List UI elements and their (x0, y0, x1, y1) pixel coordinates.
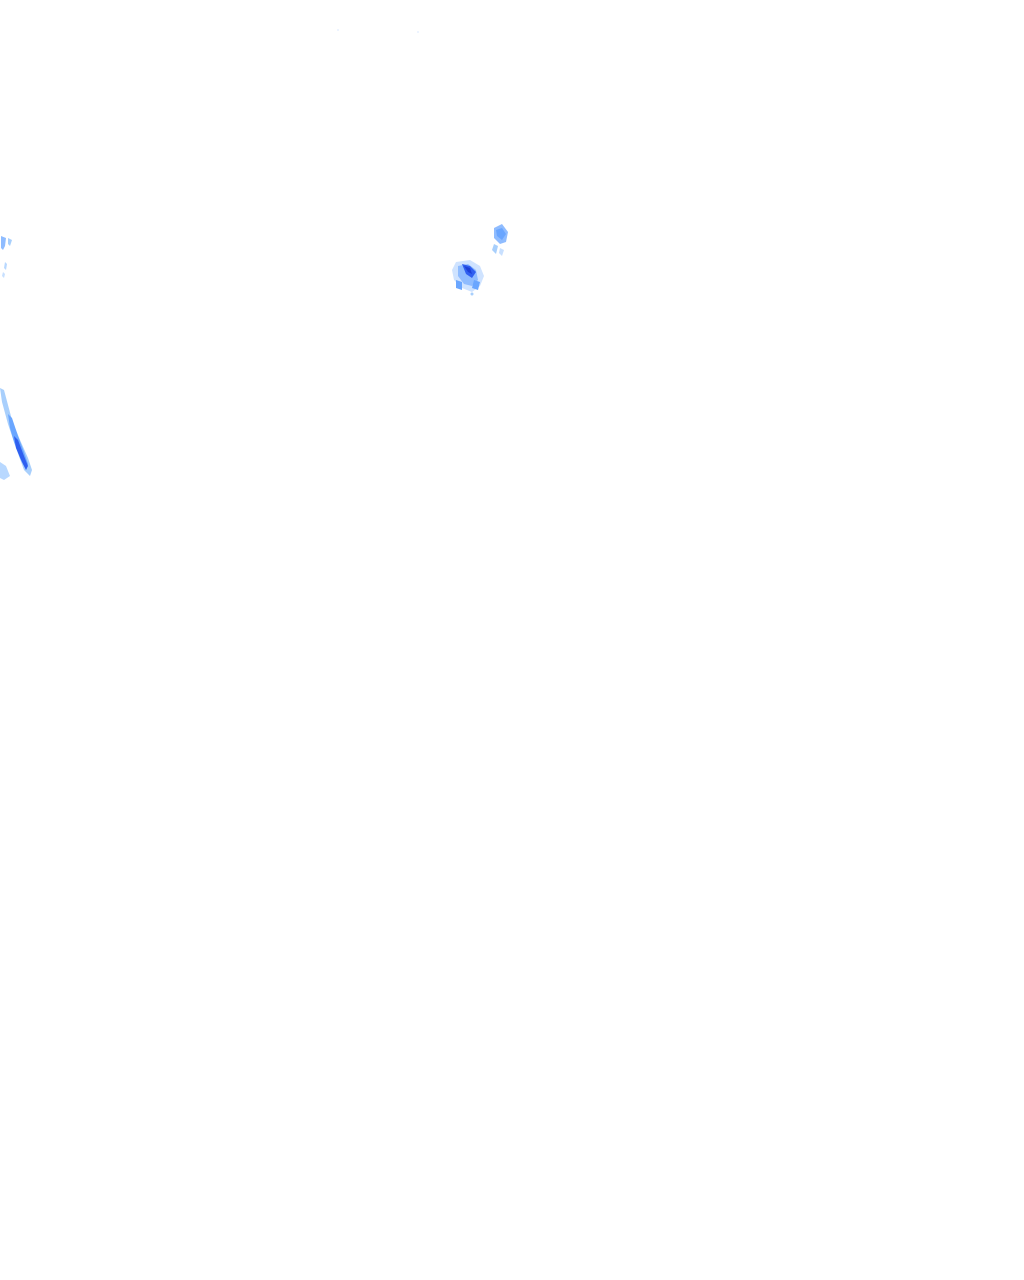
precip-cell-left-upper (1, 236, 12, 278)
precip-cell-center (452, 260, 484, 296)
precip-cell-north (492, 224, 508, 256)
faint-speckle-top (337, 29, 419, 33)
precip-band-left-streak (0, 388, 32, 480)
